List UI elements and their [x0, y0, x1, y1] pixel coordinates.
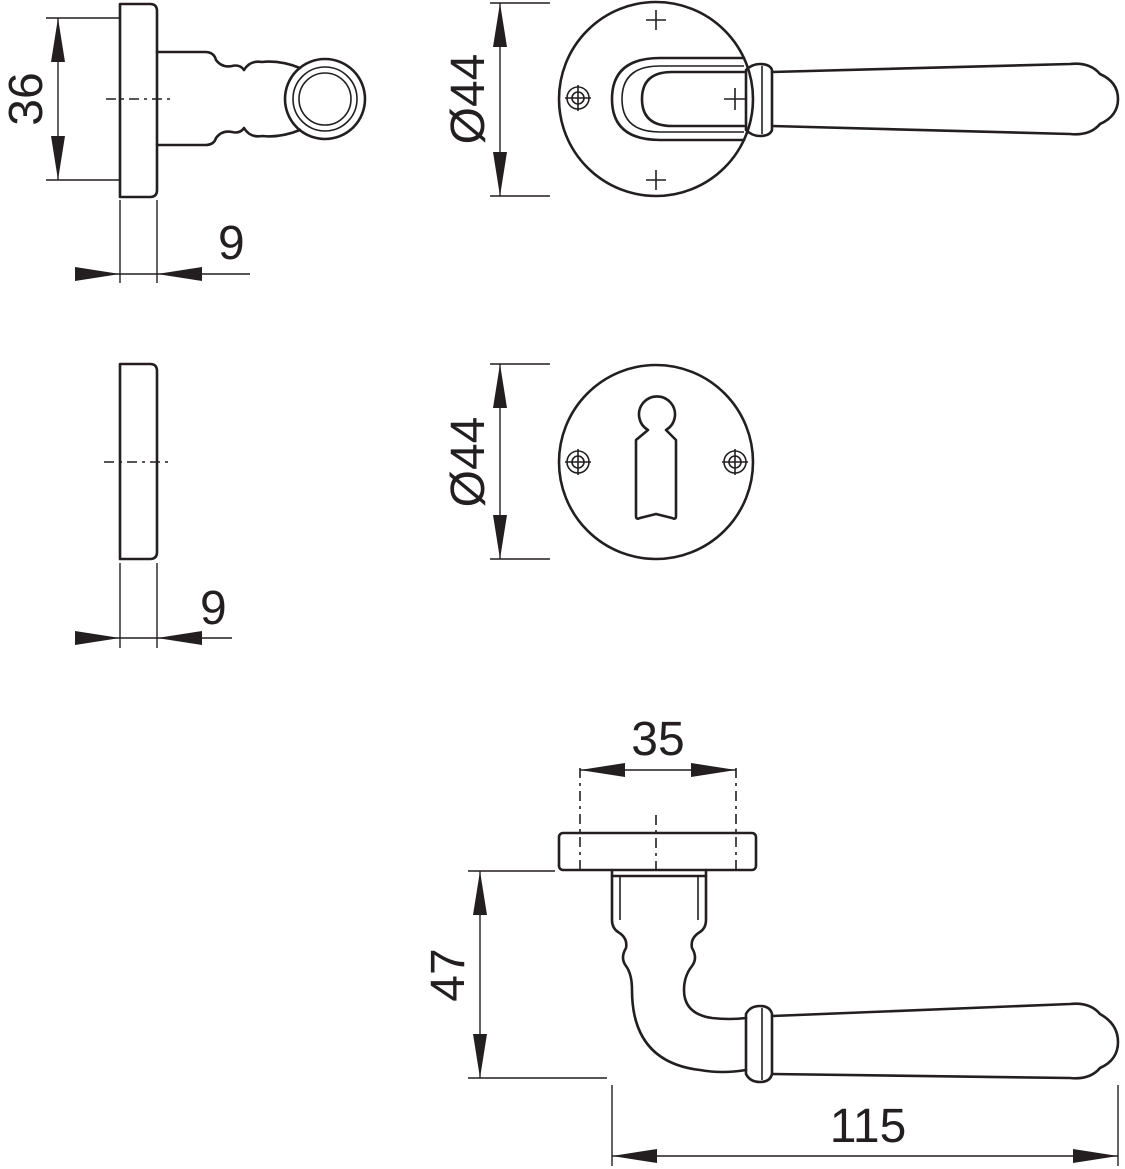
- dim-escutcheon-thickness: 9: [75, 563, 232, 648]
- rose-plate-side: [118, 2, 159, 199]
- neck-ring-outer: [610, 56, 746, 142]
- escutcheon-plate-side: [118, 362, 159, 561]
- lever-body-top: [610, 874, 748, 1074]
- escutcheon-side-view: 9: [75, 362, 232, 648]
- escutcheon-outline: [557, 363, 755, 561]
- escutcheon-front-view: Ø44: [442, 363, 755, 561]
- lever-end-outer: [283, 57, 367, 141]
- dim-label-9-top: 9: [218, 217, 245, 270]
- lever-end-mid: [292, 66, 358, 132]
- dim-rose-height: 36: [0, 17, 120, 181]
- lever-front-view: Ø44: [442, 0, 1120, 198]
- screw-icon-left-2: [565, 449, 591, 475]
- dim-label-9-bottom: 9: [200, 582, 227, 635]
- neck-base: [610, 868, 708, 878]
- dim-label-115: 115: [830, 1100, 907, 1153]
- fix-cross-top: [646, 10, 666, 30]
- dim-lever-drop: 47: [422, 870, 607, 1079]
- lever-handle-top: [770, 1002, 1120, 1080]
- lever-collar-top: [744, 1004, 774, 1084]
- lever-handle-front: [770, 62, 1120, 136]
- dim-label-diameter-bottom: Ø44: [442, 417, 495, 508]
- fix-cross-right: [724, 88, 746, 110]
- dim-rose-diameter: Ø44: [442, 2, 550, 197]
- dim-lever-length: 115: [611, 1085, 1119, 1166]
- fix-cross-bottom: [646, 170, 666, 190]
- neck-ring-inner: [621, 65, 744, 133]
- lever-collar: [744, 62, 774, 138]
- rose-plate-top: [557, 831, 758, 872]
- dim-label-47: 47: [422, 948, 475, 1001]
- dim-rose-to-neck: 35: [580, 713, 736, 777]
- lever-end-inner: [298, 72, 352, 126]
- neck-bar: [640, 70, 746, 128]
- dim-rose-thickness: 9: [75, 200, 250, 283]
- keyhole-icon: [634, 395, 678, 520]
- dim-label-36: 36: [0, 72, 53, 125]
- rose-outline: [557, 0, 755, 198]
- neck-inner-line: [619, 876, 699, 920]
- dim-escutcheon-diameter: Ø44: [442, 363, 550, 560]
- screw-icon-left: [565, 85, 591, 111]
- lever-neck-side: [155, 50, 302, 147]
- screw-icon-right-2: [722, 449, 748, 475]
- dim-label-35: 35: [631, 713, 684, 766]
- dim-label-diameter-top: Ø44: [442, 54, 495, 145]
- lever-side-view: 36 9: [0, 2, 367, 283]
- lever-top-view: 35 47 115: [422, 713, 1120, 1166]
